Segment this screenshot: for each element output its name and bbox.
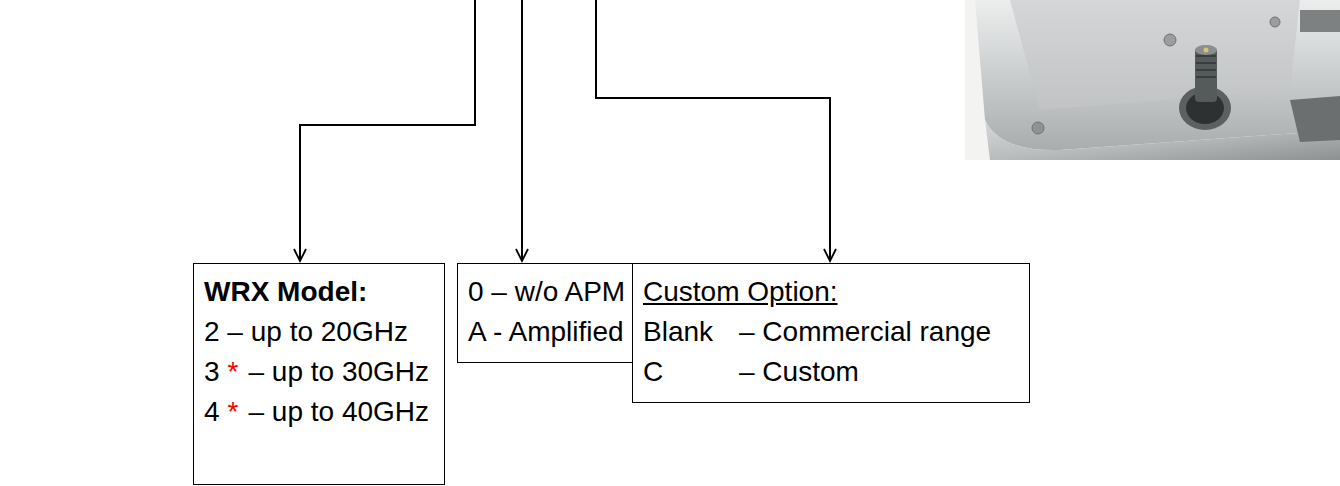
text-line: A - Amplified <box>468 312 630 352</box>
text-line: 0 – w/o APM <box>468 272 630 312</box>
box-heading: Custom Option: <box>643 272 838 312</box>
option-text: – Custom <box>739 352 859 392</box>
text-line: 2 – up to 20GHz <box>204 312 434 352</box>
option-text: – up to 30GHz <box>248 352 429 392</box>
option-text: 3 <box>204 352 220 392</box>
option-text: 0 – w/o APM <box>468 272 625 312</box>
option-box: 0 – w/o APMA - Amplified <box>457 263 641 363</box>
text-line: WRX Model: <box>204 272 434 312</box>
box-heading: WRX Model: <box>204 272 367 312</box>
text-line: Blank– Commercial range <box>643 312 1019 352</box>
product-photo <box>965 0 1340 160</box>
option-text: – up to 40GHz <box>248 392 429 432</box>
text-line: C– Custom <box>643 352 1019 392</box>
option-text: – Commercial range <box>739 312 991 352</box>
text-line: Custom Option: <box>643 272 1019 312</box>
option-text: 4 <box>204 392 220 432</box>
text-line: 4*– up to 40GHz <box>204 392 434 432</box>
option-text: Blank <box>643 312 739 352</box>
leader-line <box>300 0 830 261</box>
option-box: Custom Option:Blank– Commercial rangeC– … <box>632 263 1030 403</box>
option-text: 2 – up to 20GHz <box>204 312 408 352</box>
option-text: * <box>228 352 239 392</box>
option-text: A - Amplified <box>468 312 624 352</box>
option-text: * <box>228 392 239 432</box>
option-text: C <box>643 352 739 392</box>
text-line: 3*– up to 30GHz <box>204 352 434 392</box>
option-box: WRX Model:2 – up to 20GHz3*– up to 30GHz… <box>193 263 445 485</box>
